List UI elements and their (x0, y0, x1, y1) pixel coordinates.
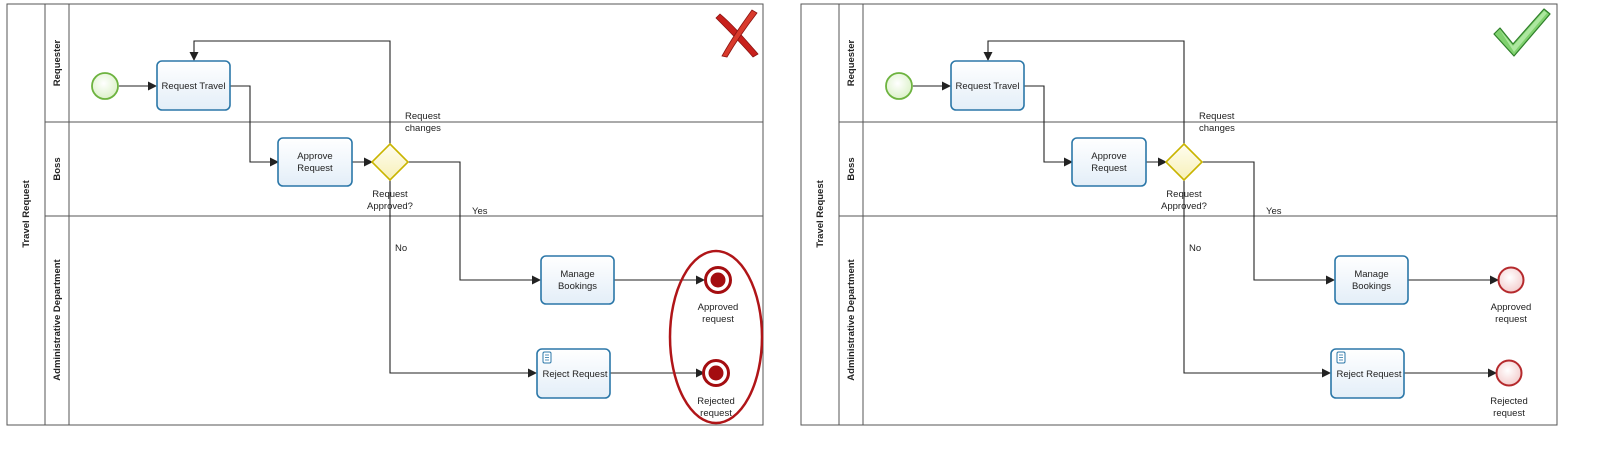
task-reject-label: Reject Request (1337, 369, 1402, 380)
task-request-travel: Request Travel (950, 60, 1025, 111)
pool-frame (800, 3, 1558, 426)
task-reject-label: Reject Request (543, 369, 608, 380)
task-manage-bookings: Manage Bookings (540, 255, 615, 305)
task-manage-label-1: Manage (560, 269, 594, 280)
lane-requester-label: Requester (52, 39, 63, 86)
task-reject-request: Reject Request (536, 348, 611, 399)
lane-admin-label: Administrative Department (52, 258, 63, 380)
flow-label-changes-1: Request (405, 111, 441, 122)
end-approved-label-1: Approved (698, 302, 739, 313)
gateway-label-2: Approved? (1161, 201, 1207, 212)
end-rejected-label-1: Rejected (697, 396, 735, 407)
gateway-label-1: Request (1166, 189, 1202, 200)
start-event (885, 72, 913, 100)
lane-boss-label: Boss (846, 157, 857, 180)
end-event-approved (1497, 266, 1525, 294)
sequence-flows (119, 40, 705, 378)
gateway-label-1: Request (372, 189, 408, 200)
end-rejected-label-1: Rejected (1490, 396, 1528, 407)
cross-mark-icon (715, 9, 759, 58)
check-mark-icon (1493, 8, 1551, 57)
flow-label-changes-2: changes (405, 123, 441, 134)
flow-label-no: No (395, 243, 407, 254)
task-approve-label-1: Approve (297, 151, 332, 162)
flow-label-changes-2: changes (1199, 123, 1235, 134)
exclusive-gateway (1164, 142, 1204, 182)
task-approve-label-2: Request (297, 163, 333, 174)
end-approved-label-1: Approved (1491, 302, 1532, 313)
lane-boss-label: Boss (52, 157, 63, 180)
highlight-ellipse (668, 249, 764, 425)
end-rejected-label-2: request (700, 408, 732, 419)
script-icon (542, 351, 552, 364)
script-icon (1336, 351, 1346, 364)
flow-label-yes: Yes (1266, 206, 1282, 217)
task-approve-request: Approve Request (1071, 137, 1147, 187)
task-approve-label-2: Request (1091, 163, 1127, 174)
end-event-rejected-terminate (702, 359, 730, 387)
flow-label-yes: Yes (472, 206, 488, 217)
task-request-travel-label: Request Travel (956, 81, 1020, 92)
pool-label: Travel Request (815, 179, 826, 247)
flow-label-changes-1: Request (1199, 111, 1235, 122)
diagram-incorrect: Travel Request Requester Boss Administra… (6, 3, 764, 426)
task-approve-label-1: Approve (1091, 151, 1126, 162)
gateway-label-2: Approved? (367, 201, 413, 212)
start-event (91, 72, 119, 100)
task-manage-bookings: Manage Bookings (1334, 255, 1409, 305)
end-rejected-label-2: request (1493, 408, 1525, 419)
task-manage-label-2: Bookings (1352, 281, 1391, 292)
flow-label-no: No (1189, 243, 1201, 254)
pool-label: Travel Request (21, 179, 32, 247)
task-manage-label-1: Manage (1354, 269, 1388, 280)
lane-requester-label: Requester (846, 39, 857, 86)
lane-admin-label: Administrative Department (846, 258, 857, 380)
pool-frame (6, 3, 764, 426)
end-approved-label-2: request (702, 314, 734, 325)
task-reject-request: Reject Request (1330, 348, 1405, 399)
task-request-travel-label: Request Travel (162, 81, 226, 92)
exclusive-gateway (370, 142, 410, 182)
end-approved-label-2: request (1495, 314, 1527, 325)
diagram-correct: Travel Request Requester Boss Administra… (800, 3, 1558, 426)
end-event-rejected (1495, 359, 1523, 387)
end-event-approved-terminate (704, 266, 732, 294)
sequence-flows (913, 40, 1499, 378)
task-manage-label-2: Bookings (558, 281, 597, 292)
task-request-travel: Request Travel (156, 60, 231, 111)
task-approve-request: Approve Request (277, 137, 353, 187)
